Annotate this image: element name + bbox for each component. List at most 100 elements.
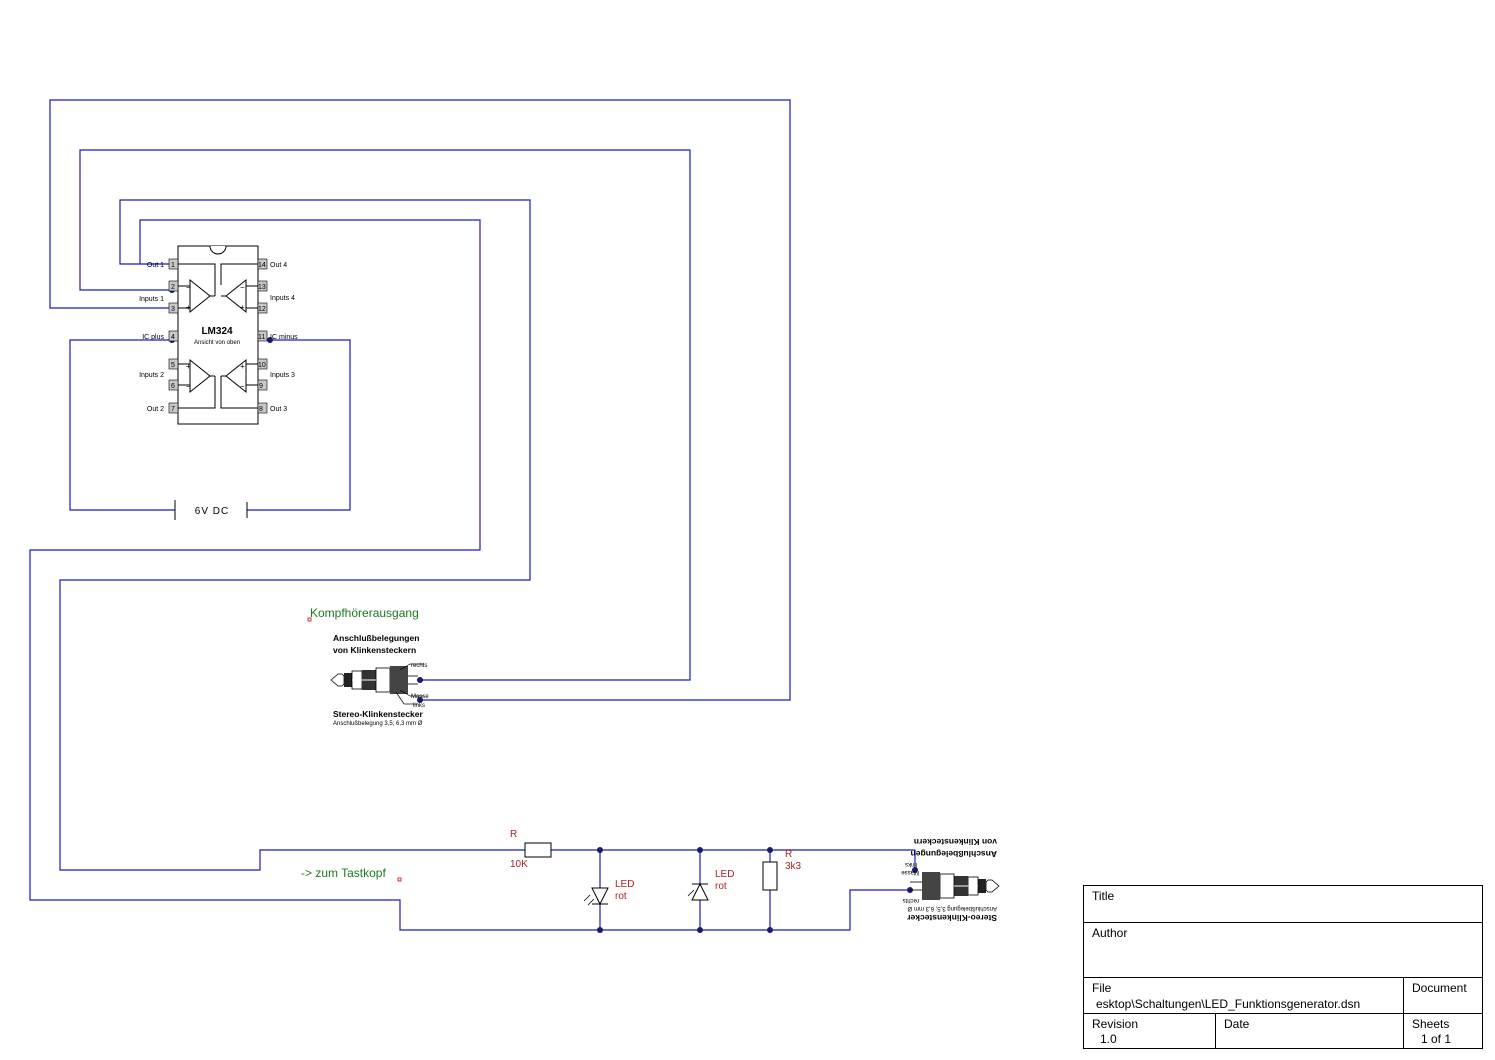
- tb-document-label: Document: [1412, 981, 1467, 995]
- tb-title-label: Title: [1092, 889, 1115, 903]
- jack-label-rechts: rechts: [903, 897, 919, 903]
- led-triangle: [591, 887, 609, 906]
- pin-number: 5: [171, 362, 175, 369]
- ic-subtitle: Ansicht von oben: [194, 340, 240, 346]
- wire-pin3-to-jack-links: [49, 99, 791, 701]
- opamp-2-symbol: [178, 358, 216, 409]
- resistor-r1[interactable]: R 10K: [510, 829, 552, 870]
- led-2[interactable]: LED rot: [687, 869, 734, 901]
- jack-label-links: links: [413, 703, 425, 709]
- jack-caption-1: Stereo-Klinkenstecker: [907, 913, 997, 923]
- tb-file-cell: File esktop\Schaltungen\LED_Funktionsgen…: [1084, 978, 1404, 1014]
- tb-date-label: Date: [1224, 1017, 1250, 1031]
- led-arrow: [687, 889, 695, 897]
- tb-author-cell: Author: [1084, 923, 1482, 978]
- tb-sheets-label: Sheets: [1412, 1017, 1450, 1031]
- junctions: [169, 261, 918, 933]
- pin-label-out1: Out 1: [147, 262, 164, 269]
- tb-revision-value: 1.0: [1100, 1032, 1117, 1046]
- junction-node: [697, 847, 703, 853]
- wire-top-rail: [551, 849, 916, 870]
- tb-sheets-value: 1 of 1: [1421, 1032, 1452, 1046]
- tb-revision-cell: Revision 1.0: [1084, 1014, 1216, 1048]
- battery-symbol[interactable]: 6V DC: [174, 500, 248, 520]
- opamp-minus-sign: −: [186, 283, 191, 292]
- wire-ic-plus-to-battery: [69, 339, 175, 511]
- r2-ref: R: [785, 849, 792, 860]
- junction-node: [267, 337, 273, 343]
- jack-plug-drawing: [330, 663, 424, 705]
- junction-node: [597, 927, 603, 933]
- jack-title-1: Anschlußbelegungen: [333, 633, 419, 643]
- pin-number: 4: [171, 334, 175, 341]
- wires: [29, 99, 916, 931]
- led2-value: rot: [715, 881, 727, 892]
- tb-date-cell: Date: [1216, 1014, 1404, 1048]
- junction-node: [767, 927, 773, 933]
- tb-revision-label: Revision: [1092, 1017, 1139, 1031]
- pin-number: 7: [171, 406, 175, 413]
- ic-right-pins: [257, 258, 268, 414]
- opamp-plus-sign: +: [186, 362, 191, 371]
- wire-ic-minus-to-battery: [247, 339, 351, 511]
- opamp-4-symbol: [220, 263, 258, 314]
- tb-document-cell: Document: [1404, 978, 1482, 1014]
- jack-label-rechts: rechts: [411, 663, 427, 669]
- jack-label-masse: Masse: [901, 869, 919, 875]
- opamp-plus-sign: +: [186, 303, 191, 312]
- jack-title-2: von Klinkensteckern: [333, 645, 416, 655]
- r1-ref: R: [510, 829, 517, 840]
- stereo-jack-headphone[interactable]: Anschlußbelegungen von Klinkensteckern r…: [330, 633, 429, 727]
- junction-node: [417, 697, 423, 703]
- net-label-anchor: [307, 617, 312, 622]
- pin-number: 6: [171, 383, 175, 390]
- led-1[interactable]: LED rot: [583, 879, 634, 906]
- opamp-minus-sign: −: [186, 382, 191, 391]
- tb-file-value: esktop\Schaltungen\LED_Funktionsgenerato…: [1096, 997, 1361, 1011]
- net-label-anchor: [397, 877, 402, 882]
- opamp-minus-sign: −: [240, 283, 245, 292]
- pin-number: 10: [258, 362, 266, 369]
- jack-caption-1: Stereo-Klinkenstecker: [333, 709, 423, 719]
- net-label-headphone: Kompfhörerausgang: [310, 606, 419, 620]
- pin-label-inputs2: Inputs 2: [139, 372, 164, 379]
- wire-pin1-to-ground-rail: [29, 219, 910, 931]
- opamp-plus-sign: +: [240, 303, 245, 312]
- pin-number: 3: [171, 306, 175, 313]
- pin-label-out4: Out 4: [270, 262, 287, 269]
- r2-value: 3k3: [785, 861, 802, 872]
- pin-number: 2: [171, 284, 175, 291]
- opamp-3-symbol: [220, 358, 258, 409]
- pin-number: 8: [259, 406, 263, 413]
- resistor-body: [524, 842, 552, 858]
- battery-label: 6V DC: [195, 506, 229, 517]
- pin-label-ic-plus: IC plus: [142, 334, 164, 341]
- opamp-minus-sign: −: [240, 382, 245, 391]
- pin-number: 1: [171, 262, 175, 269]
- jack-label-masse: Masse: [411, 694, 429, 700]
- pin-number: 13: [258, 284, 266, 291]
- led1-ref: LED: [615, 879, 634, 890]
- pin-number: 14: [258, 262, 266, 269]
- junction-node: [417, 677, 423, 683]
- ic-notch: [209, 245, 227, 255]
- opamp-1-symbol: [178, 263, 216, 314]
- pin-label-out2: Out 2: [147, 406, 164, 413]
- led2-ref: LED: [715, 869, 734, 880]
- pin-label-inputs3: Inputs 3: [270, 372, 295, 379]
- pin-number: 11: [258, 334, 265, 341]
- tb-file-label: File: [1092, 981, 1112, 995]
- stereo-jack-probe[interactable]: Anschlußbelegungen von Klinkensteckern r…: [901, 837, 1000, 923]
- resistor-r2[interactable]: R 3k3: [762, 849, 802, 891]
- lm324-ic[interactable]: 1 2 3 4 5 6 7 8 9 10 11 12 13 14 Out 1 I…: [139, 245, 298, 425]
- led-arrow: [587, 898, 595, 906]
- jack-title-2: von Klinkensteckern: [914, 837, 997, 847]
- wire-out1-to-r1: [59, 199, 531, 871]
- pin-label-inputs1: Inputs 1: [139, 296, 164, 303]
- title-block: Title Author File esktop\Schaltungen\LED…: [1083, 885, 1483, 1049]
- jack-plug-drawing: [910, 872, 1000, 900]
- opamp-plus-sign: +: [240, 362, 245, 371]
- wire-pin2-to-jack-rechts: [79, 149, 691, 681]
- ic-left-pins: [168, 258, 179, 414]
